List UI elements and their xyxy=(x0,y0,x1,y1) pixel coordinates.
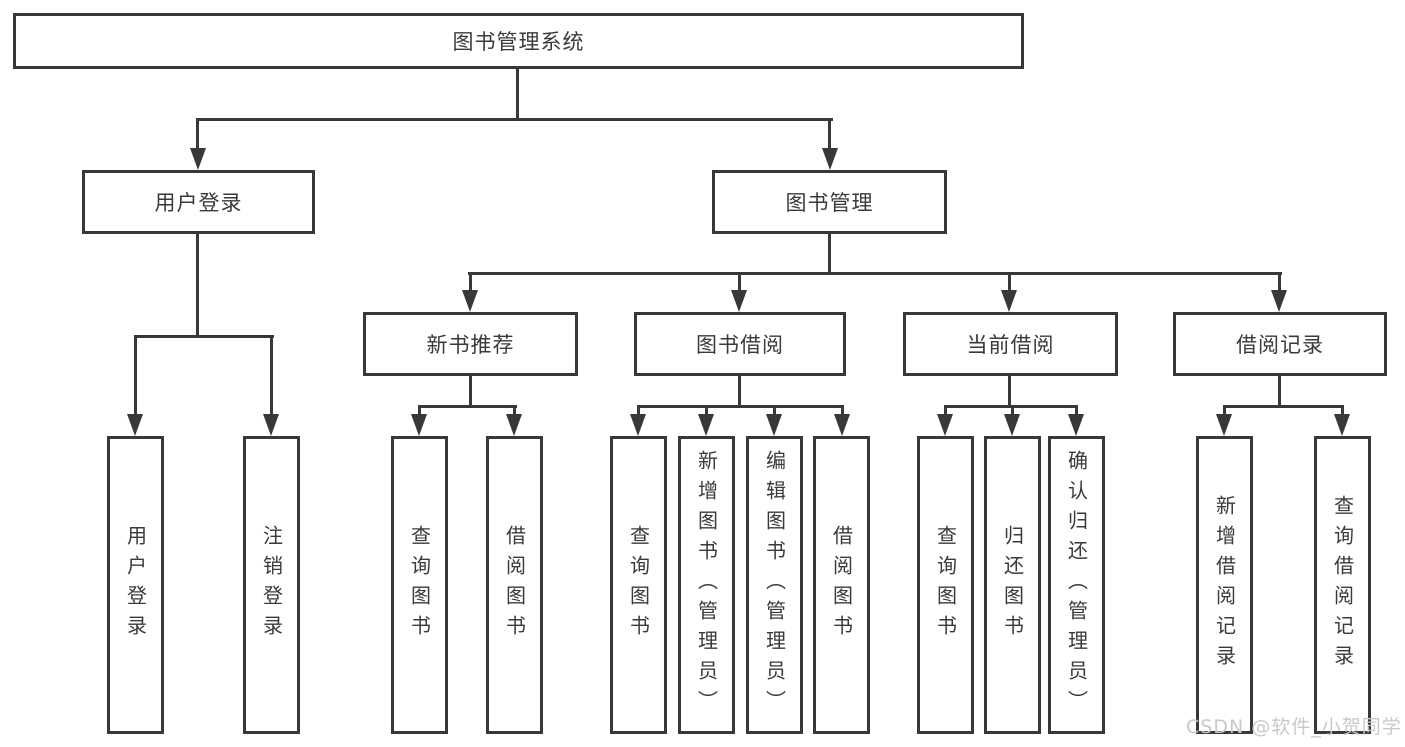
edge-root-stem xyxy=(516,69,519,120)
node-label: 图书管理 xyxy=(785,191,874,215)
arrow-to-leaf xyxy=(506,414,522,436)
edge-user-login-rail xyxy=(134,335,274,338)
arrow-to-leaf-login xyxy=(127,414,143,436)
leaf-borrow-book: 借阅图书 xyxy=(813,436,870,734)
leaf-logout: 注销登录 xyxy=(243,436,300,734)
leaf-query-borrow-record: 查询借阅记录 xyxy=(1314,436,1371,734)
edge-to-user-login xyxy=(196,118,199,154)
node-borrow-record: 借阅记录 xyxy=(1173,312,1387,376)
edge-to-leaf xyxy=(1341,405,1344,420)
arrow-to-leaf xyxy=(834,414,850,436)
edge-to-book-management xyxy=(828,118,831,154)
node-user-login: 用户登录 xyxy=(82,170,315,234)
edge-to-leaf xyxy=(1075,405,1078,420)
arrow-to-leaf xyxy=(411,414,427,436)
arrow-to-leaf-logout xyxy=(263,414,279,436)
edge-to-leaf-logout xyxy=(270,335,273,420)
leaf-query-book-current: 查询图书 xyxy=(917,436,974,734)
leaf-label: 查询图书 xyxy=(933,525,958,645)
edge-book-mgmt-stem xyxy=(828,234,831,275)
edge-user-login-stem xyxy=(196,234,199,337)
edge-borrow-record-rail xyxy=(1223,405,1344,408)
leaf-label: 查询借阅记录 xyxy=(1330,495,1355,675)
leaf-label: 确认归还（管理员） xyxy=(1064,450,1089,720)
edge-book-mgmt-rail xyxy=(468,272,1282,275)
leaf-add-borrow-record: 新增借阅记录 xyxy=(1196,436,1253,734)
node-new-book-recommend: 新书推荐 xyxy=(363,312,578,376)
leaf-user-login: 用户登录 xyxy=(107,436,164,734)
arrow-to-new-book xyxy=(462,290,478,312)
leaf-label: 借阅图书 xyxy=(502,525,527,645)
edge-to-leaf xyxy=(705,405,708,420)
arrow-to-leaf xyxy=(937,414,953,436)
edge-to-current-borrow xyxy=(1008,272,1011,296)
arrow-to-leaf xyxy=(1334,414,1350,436)
arrow-to-leaf xyxy=(1068,414,1084,436)
leaf-label: 编辑图书（管理员） xyxy=(762,450,787,720)
arrow-to-book-borrow xyxy=(731,290,747,312)
edge-new-book-rail xyxy=(418,405,517,408)
arrow-to-borrow-record xyxy=(1271,290,1287,312)
leaf-return-book: 归还图书 xyxy=(984,436,1041,734)
leaf-label: 归还图书 xyxy=(1000,525,1025,645)
leaf-label: 新增图书（管理员） xyxy=(694,450,719,720)
edge-to-leaf xyxy=(841,405,844,420)
arrow-to-leaf xyxy=(698,414,714,436)
node-label: 当前借阅 xyxy=(966,333,1055,357)
node-book-management: 图书管理 xyxy=(712,170,947,234)
arrow-to-leaf xyxy=(630,414,646,436)
leaf-confirm-return-admin: 确认归还（管理员） xyxy=(1048,436,1105,734)
edge-to-leaf xyxy=(944,405,947,420)
edge-current-borrow-stem xyxy=(1008,376,1011,407)
node-label: 图书借阅 xyxy=(696,333,784,357)
leaf-label: 新增借阅记录 xyxy=(1212,495,1237,675)
leaf-query-book-borrow: 查询图书 xyxy=(610,436,667,734)
node-book-borrow: 图书借阅 xyxy=(634,312,846,376)
leaf-label: 查询图书 xyxy=(407,525,432,645)
leaf-query-book-recommend: 查询图书 xyxy=(391,436,448,734)
arrow-to-current-borrow xyxy=(1001,290,1017,312)
arrow-to-leaf xyxy=(766,414,782,436)
edge-to-leaf xyxy=(513,405,516,420)
edge-to-leaf xyxy=(1011,405,1014,420)
node-current-borrow: 当前借阅 xyxy=(903,312,1118,376)
leaf-add-book-admin: 新增图书（管理员） xyxy=(678,436,735,734)
arrow-to-user-login xyxy=(190,148,206,170)
edge-new-book-stem xyxy=(469,376,472,407)
arrow-to-leaf xyxy=(1004,414,1020,436)
edge-root-rail xyxy=(196,118,833,121)
edge-to-borrow-record xyxy=(1278,272,1281,296)
edge-to-leaf xyxy=(773,405,776,420)
csdn-watermark: CSDN @软件_小贺同学 xyxy=(1186,716,1402,738)
node-label: 借阅记录 xyxy=(1236,333,1324,357)
node-label: 新书推荐 xyxy=(426,333,515,357)
edge-to-book-borrow xyxy=(738,272,741,296)
leaf-label: 借阅图书 xyxy=(829,525,854,645)
edge-to-new-book xyxy=(469,272,472,296)
arrow-to-book-management xyxy=(822,148,838,170)
edge-borrow-record-stem xyxy=(1278,376,1281,407)
leaf-label: 查询图书 xyxy=(626,525,651,645)
arrow-to-leaf xyxy=(1216,414,1232,436)
leaf-label: 注销登录 xyxy=(259,525,284,645)
edge-to-leaf-login xyxy=(134,335,137,420)
edge-to-leaf xyxy=(418,405,421,420)
node-label: 图书管理系统 xyxy=(452,30,585,54)
leaf-borrow-book-recommend: 借阅图书 xyxy=(486,436,543,734)
edge-book-borrow-rail xyxy=(637,405,844,408)
node-library-management-system: 图书管理系统 xyxy=(13,13,1024,69)
leaf-edit-book-admin: 编辑图书（管理员） xyxy=(746,436,803,734)
edge-to-leaf xyxy=(1223,405,1226,420)
node-label: 用户登录 xyxy=(154,191,243,215)
edge-to-leaf xyxy=(637,405,640,420)
edge-book-borrow-stem xyxy=(738,376,741,407)
leaf-label: 用户登录 xyxy=(123,525,148,645)
